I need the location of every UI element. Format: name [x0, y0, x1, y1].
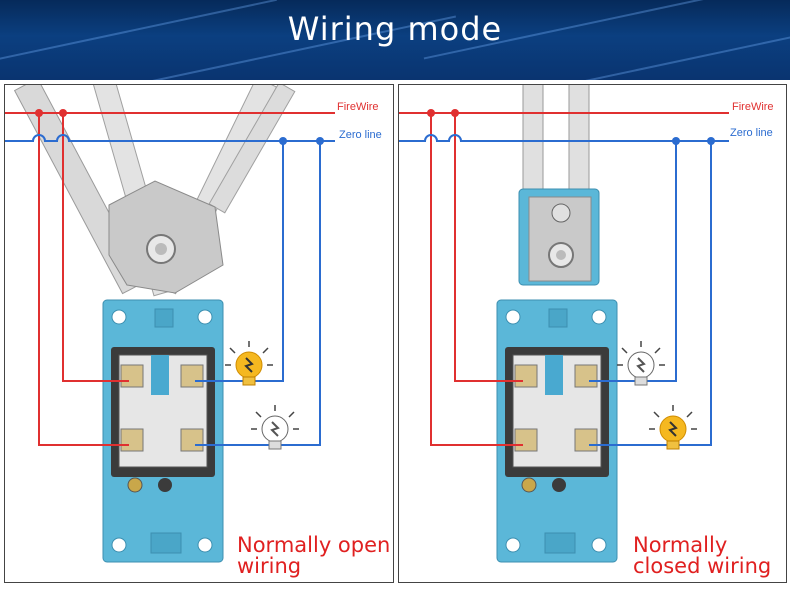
zero-line-label: Zero line — [339, 129, 382, 141]
fire-junction — [35, 109, 43, 117]
caption-line: closed wiring — [633, 554, 772, 578]
header-banner: Wiring mode — [0, 0, 790, 80]
zero-junction — [672, 137, 680, 145]
wiring-caption: Normally closed wiring — [633, 535, 771, 577]
caption-line: Normally — [633, 533, 728, 557]
caption-line: Normally open — [237, 533, 391, 557]
terminal-screws — [120, 364, 204, 452]
zero-junction — [316, 137, 324, 145]
caption-line: wiring — [237, 554, 302, 578]
normally-closed-diagram — [399, 85, 729, 563]
zero-line — [5, 134, 335, 446]
page-title: Wiring mode — [287, 10, 503, 48]
normally-closed-panel: FireWire Zero line Normally closed wirin… — [398, 84, 787, 583]
zero-line — [399, 134, 729, 446]
fire-junction — [59, 109, 67, 117]
lever-head — [518, 188, 600, 286]
zero-junction — [279, 137, 287, 145]
roller-arm-vertical — [522, 85, 590, 206]
switch-body — [102, 299, 224, 563]
wiring-caption: Normally open wiring — [237, 535, 390, 577]
lightbulb-icon — [617, 341, 665, 386]
fire-wire-label: FireWire — [337, 101, 379, 113]
lightbulb-icon — [225, 341, 273, 386]
lightbulb-icon — [649, 405, 697, 450]
fire-junction — [451, 109, 459, 117]
normally-open-diagram — [5, 85, 335, 563]
fire-junction — [427, 109, 435, 117]
lightbulb-icon — [251, 405, 299, 450]
zero-line-label: Zero line — [730, 127, 773, 139]
normally-open-panel: FireWire Zero line Normally open wiring — [4, 84, 394, 583]
switch-body — [496, 299, 618, 563]
zero-junction — [707, 137, 715, 145]
fire-wire-label: FireWire — [732, 101, 774, 113]
lever-head — [108, 180, 224, 294]
